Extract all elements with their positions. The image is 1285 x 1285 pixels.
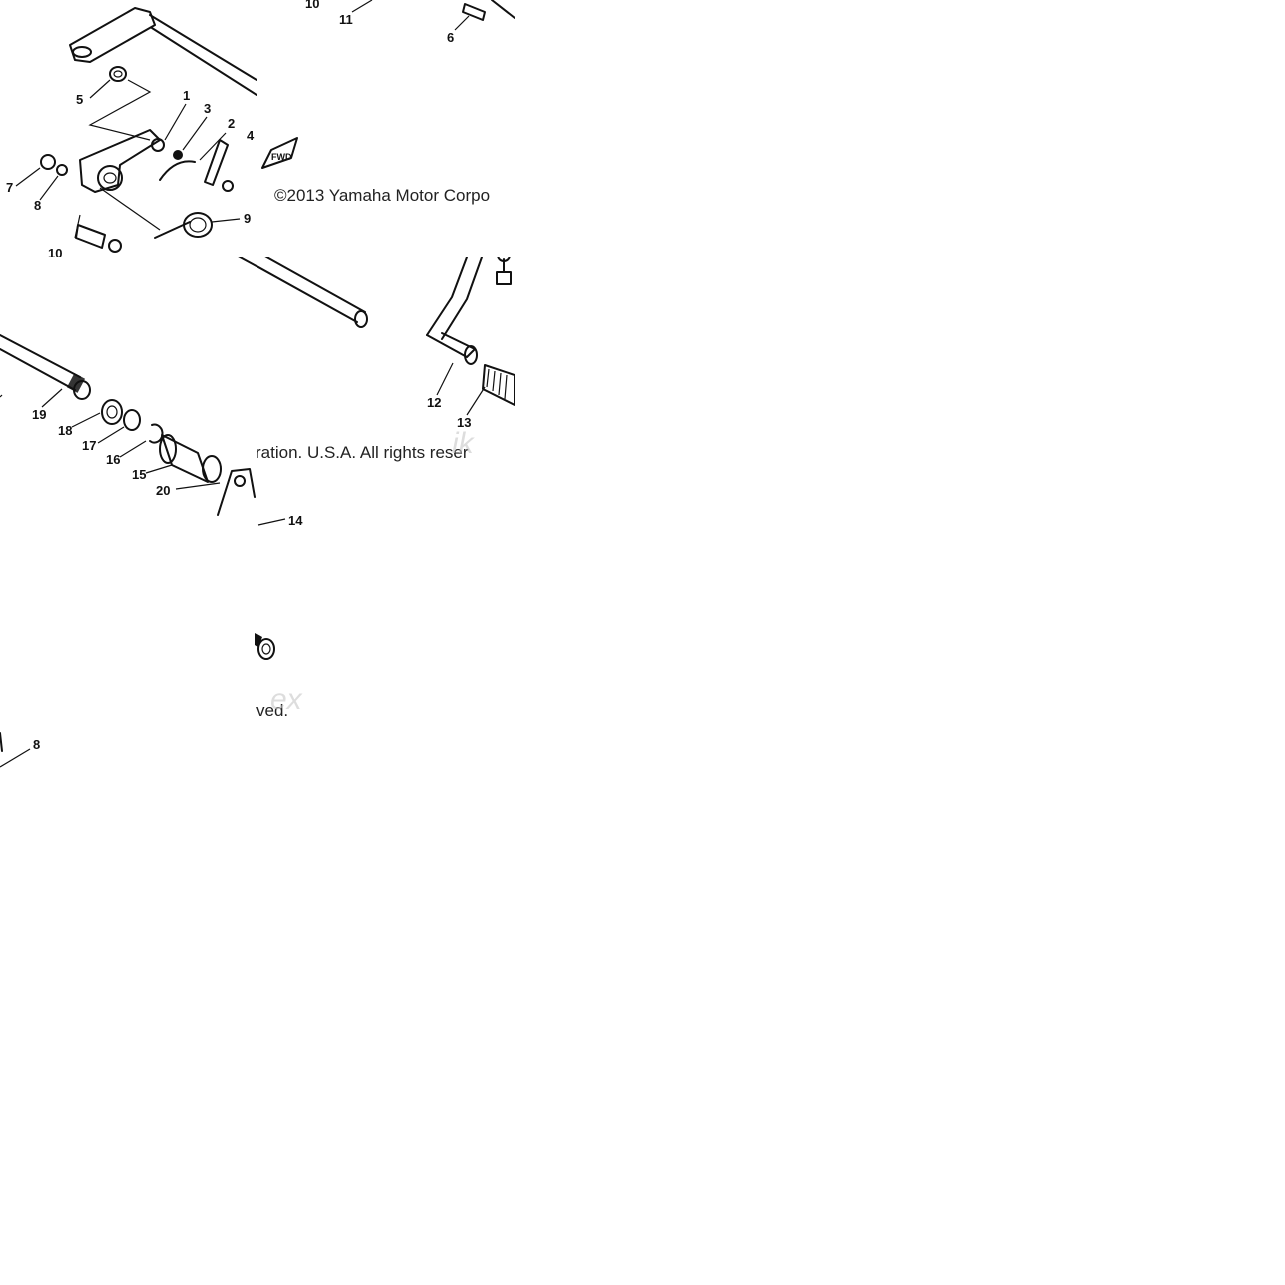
bottom-fragment-illustration: 14 8 [0,515,303,768]
callout-17: 17 [82,438,96,453]
callout-6: 6 [447,30,454,45]
copyright-text-part-3: ved. [256,701,289,720]
callout-3: 3 [204,101,211,116]
callout-16: 16 [106,452,120,467]
watermark-fragment-a: ik [452,427,474,460]
callout-11: 11 [339,12,353,27]
diagram-tile-top-left: 5 1 3 2 4 7 [0,0,257,257]
fwd-label: FWD [271,152,292,162]
callout-8: 8 [34,198,41,213]
callout-12: 12 [427,395,441,410]
callout-1: 1 [183,88,190,103]
shift-arm-illustration: 5 1 3 2 4 7 [6,7,257,257]
kick-pedal-illustration: 12 13 [257,257,515,430]
callout-13: 13 [457,415,471,430]
diagram-tile-middle-right: 12 13 ration. U.S.A. All rights reser ik [257,257,515,515]
callout-14: 14 [288,515,303,528]
callout-9: 9 [244,211,251,226]
callout-20: 20 [156,483,170,498]
callout-18: 18 [58,423,72,438]
copyright-text-part-1: ©2013 Yamaha Motor Corpo [274,186,491,205]
diagram-tile-top-right: 10 11 6 FWD ©2013 Yamaha Motor Corpo [257,0,515,257]
callout-19: 19 [32,407,46,422]
callout-8-lower: 8 [33,737,40,752]
callout-7: 7 [6,180,13,195]
diagram-tile-middle-left: 19 18 17 16 15 20 [0,257,257,515]
callout-15: 15 [132,467,146,482]
callout-5: 5 [76,92,83,107]
top-right-illustration: 10 11 6 FWD [261,0,515,169]
diagram-tile-bottom: 14 8 ved. ex [0,515,310,775]
callout-2: 2 [228,116,235,131]
copyright-text-part-2: ration. U.S.A. All rights reser [257,443,469,462]
callout-10: 10 [48,246,62,257]
callout-10-upper: 10 [305,0,319,11]
watermark-fragment-b: ex [270,683,302,716]
shift-shaft-illustration: 19 18 17 16 15 20 [0,257,257,515]
callout-4: 4 [247,128,255,143]
